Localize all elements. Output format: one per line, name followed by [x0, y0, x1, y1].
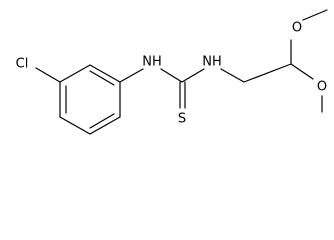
structure-canvas: Cl NH S NH O O: [16, 9, 328, 135]
bond-ch2-ch: [243, 63, 292, 83]
bond-ring-1: [59, 64, 91, 83]
bond-nh-c: [160, 68, 183, 83]
sulfur-label: S: [178, 112, 186, 127]
chlorine-label: Cl: [16, 57, 29, 72]
bond-ring-5: [59, 116, 91, 135]
bond-c-nh: [181, 68, 205, 83]
bond-ring-nh: [119, 68, 144, 83]
bond-ring-4: [89, 116, 121, 135]
bond-ring-2: [89, 64, 121, 83]
bond-nh-ch2: [220, 68, 245, 83]
bond-o-top-methyl: [302, 9, 328, 21]
benzene-ring: [59, 64, 121, 135]
bond-ch-o-bottom: [290, 63, 314, 80]
oxygen-top-label: O: [292, 21, 302, 36]
bond-ring-double-2: [89, 113, 115, 129]
bond-ring-double-1: [89, 70, 115, 86]
oxygen-bottom-label: O: [317, 80, 327, 95]
molecule-drawing: Cl NH S NH O O: [16, 9, 328, 135]
bond-c-cl: [35, 67, 61, 83]
nh-right-label: NH: [202, 55, 222, 70]
nh-left-label: NH: [142, 55, 162, 70]
